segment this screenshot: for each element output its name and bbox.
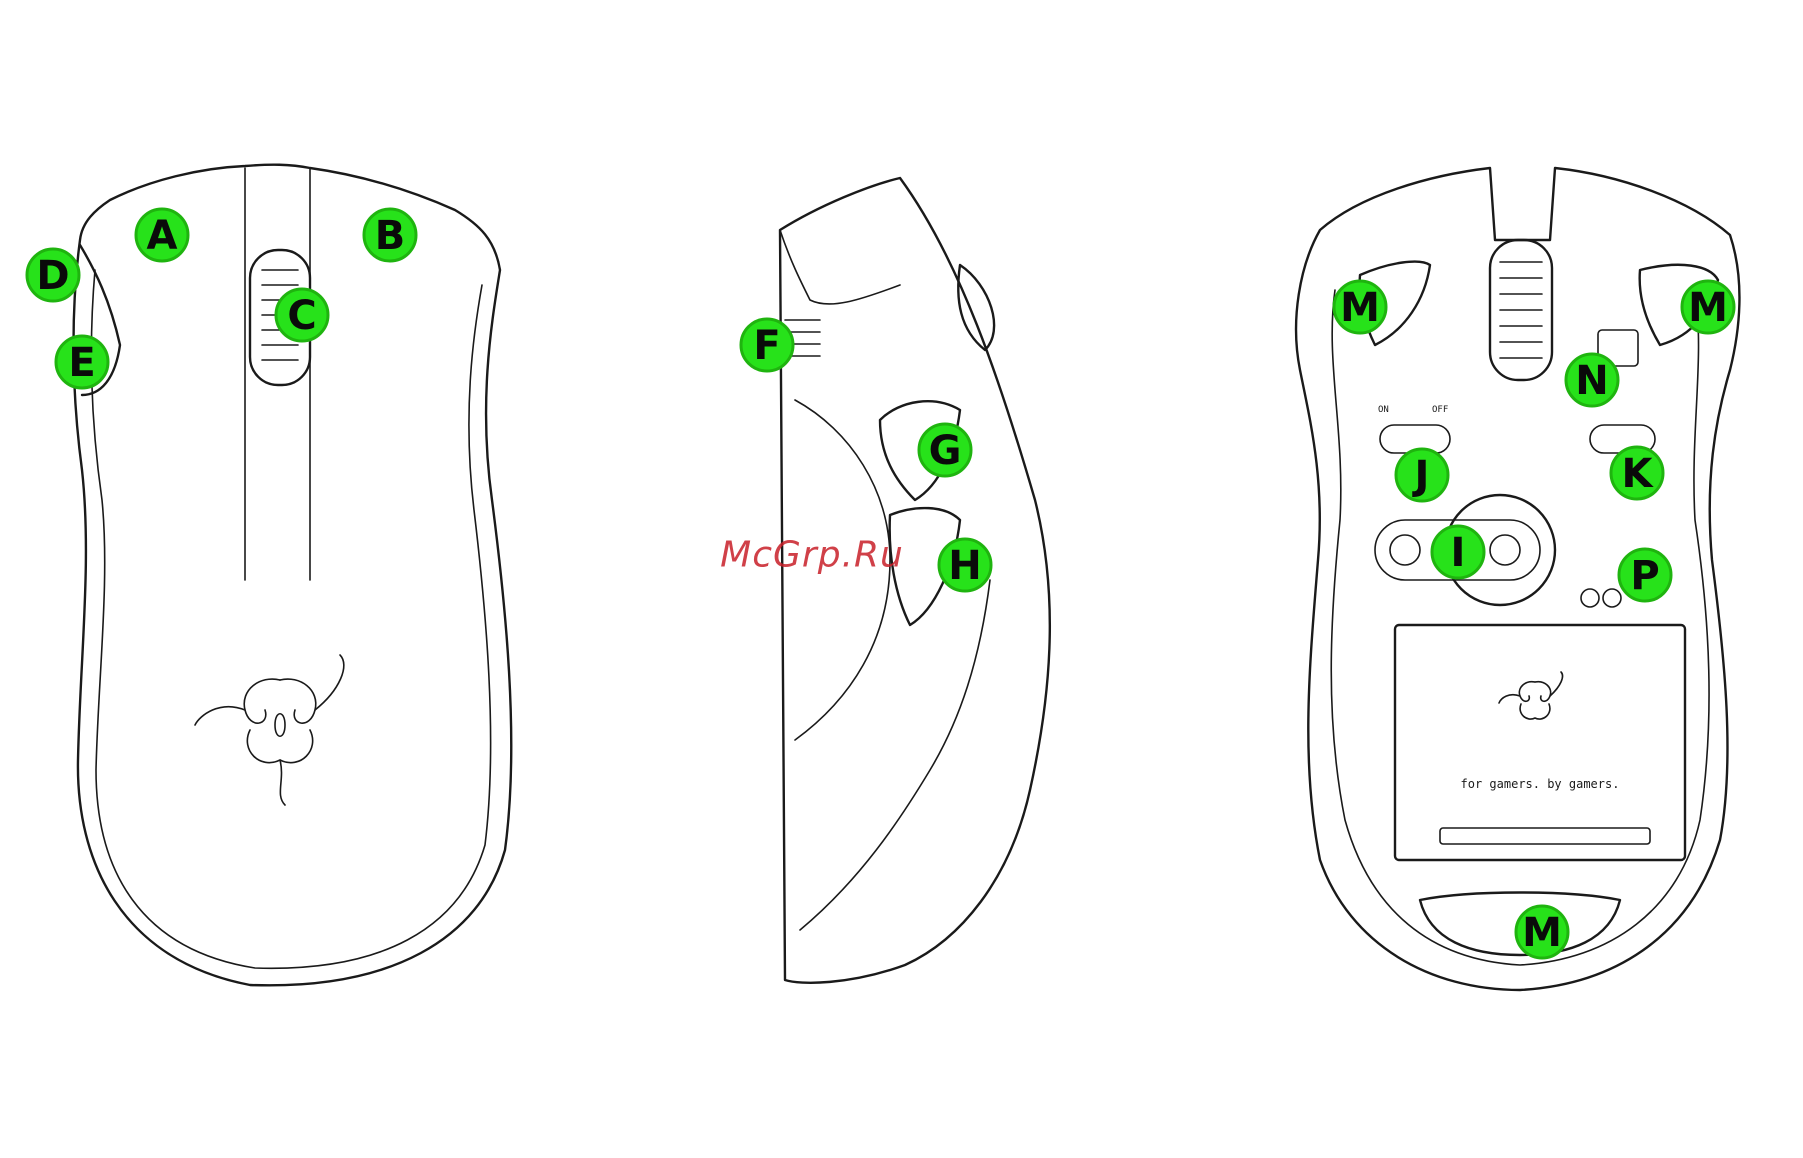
callout-n-label: N [1575,358,1608,404]
callout-b: B [364,209,416,261]
callout-j: J [1396,449,1448,501]
side-view-wheel [958,265,994,350]
bottom-view-dot-1 [1581,589,1599,607]
bottom-view-wheel-ribs [1500,262,1542,358]
switch-on-label: ON [1378,405,1389,415]
callout-m-bottom-label: M [1522,910,1562,956]
callout-e-label: E [68,340,95,386]
callout-p-label: P [1630,553,1659,599]
top-view [74,165,512,986]
razer-snake-logo [195,655,344,805]
callout-h-label: H [948,543,981,589]
callout-c: C [276,289,328,341]
callout-c-label: C [287,293,316,339]
callout-m-bottom: M [1516,906,1568,958]
callout-p: P [1619,549,1671,601]
callout-k: K [1611,447,1663,499]
callout-h: H [939,539,991,591]
callout-i: I [1432,526,1484,578]
callout-d-label: D [36,253,69,299]
bottom-view-sensor-right [1490,535,1520,565]
callout-d: D [27,249,79,301]
callout-g: G [919,424,971,476]
side-view-body [780,178,1050,983]
top-view-body [74,165,512,986]
callout-m-left-label: M [1340,285,1380,331]
side-view [780,178,1050,983]
callout-k-label: K [1622,451,1655,497]
callout-a-label: A [147,213,178,259]
callout-m-right: M [1682,281,1734,333]
watermark-text: McGrp.Ru [720,535,904,576]
callout-e: E [56,336,108,388]
callout-f-label: F [753,323,780,369]
callout-f: F [741,319,793,371]
bottom-view-sensor-left [1390,535,1420,565]
side-view-bottom-curve [800,580,990,930]
callout-j-label: J [1412,453,1430,499]
slogan-text: for gamers. by gamers. [1461,777,1620,791]
callout-m-right-label: M [1688,285,1728,331]
bottom-view-inner-contour [1331,290,1709,965]
razer-snake-logo-small [1499,672,1563,719]
callout-a: A [136,209,188,261]
bottom-view-cover-latch [1440,828,1650,844]
callout-b-label: B [375,213,406,259]
side-view-top-edge [780,230,900,304]
bottom-view-dot-2 [1603,589,1621,607]
callout-m-left: M [1334,281,1386,333]
callout-g-label: G [929,428,962,474]
top-view-inner-contour [91,270,490,968]
switch-off-label: OFF [1432,405,1448,415]
callout-i-label: I [1451,530,1466,576]
callout-n: N [1566,354,1618,406]
bottom-view-battery-cover [1395,625,1685,860]
